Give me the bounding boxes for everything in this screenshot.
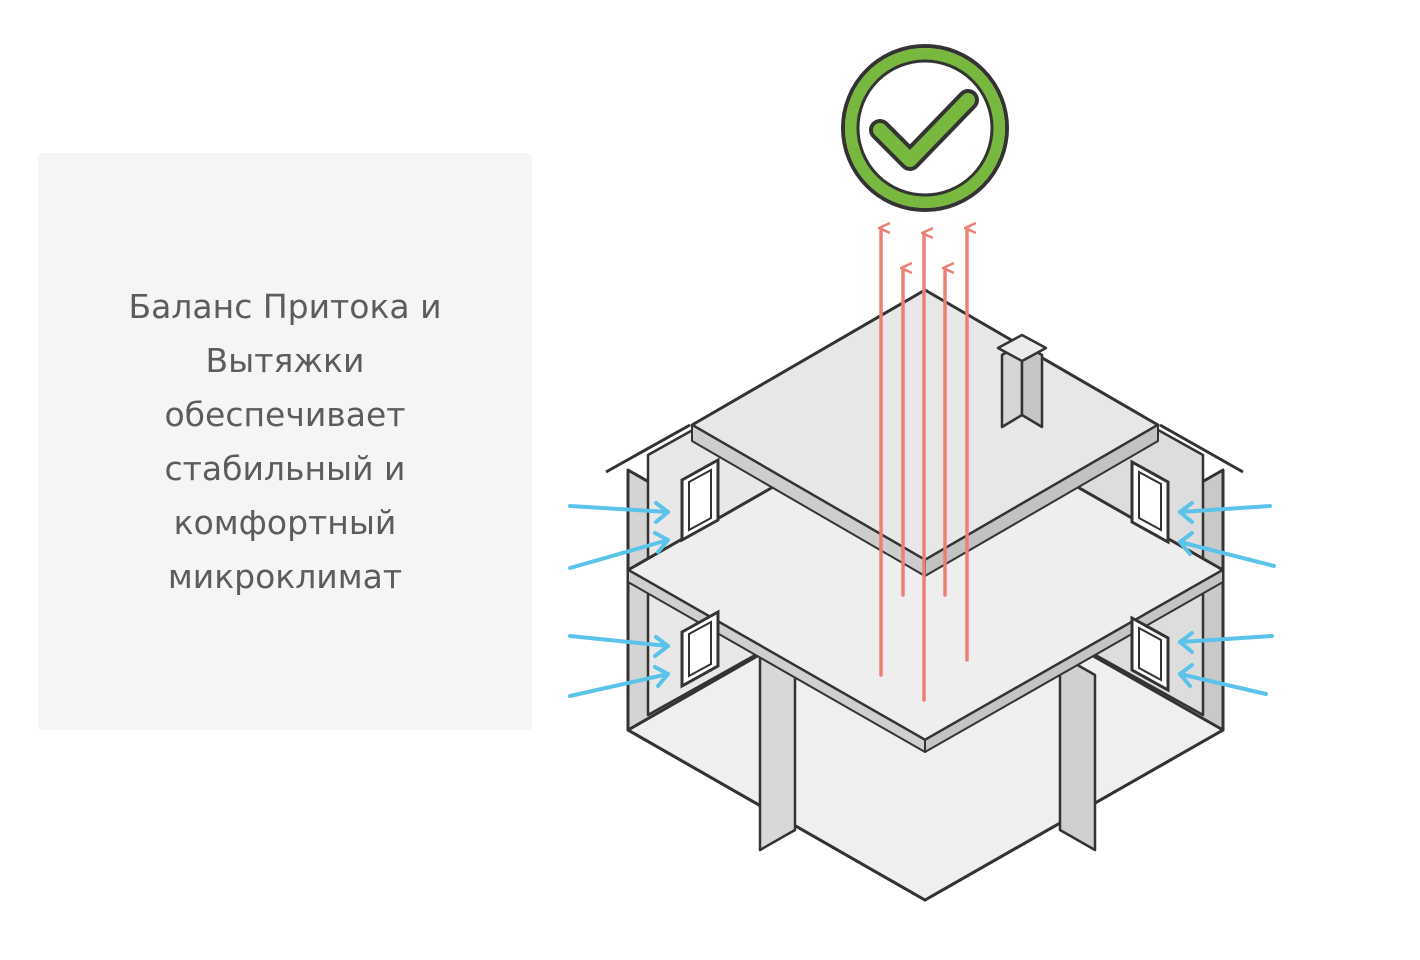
inflow-arrow <box>568 501 670 524</box>
ground-partition-right <box>1058 653 1097 852</box>
chimney <box>996 333 1048 429</box>
inflow-arrow <box>1178 501 1272 524</box>
inflow-arrow <box>1178 531 1276 568</box>
windows <box>680 457 1170 693</box>
check-circle-icon <box>841 44 1009 212</box>
exhaust-arrows <box>881 228 967 702</box>
window-bottom-right <box>1130 615 1170 693</box>
inflow-arrow <box>1178 631 1274 654</box>
window-top-left <box>680 457 720 543</box>
inflow-arrow <box>568 634 670 658</box>
window-bottom-left <box>680 609 720 689</box>
inflow-arrow <box>568 665 670 698</box>
roof-edge-right <box>1159 423 1244 474</box>
roof-edge-left <box>605 423 691 474</box>
inflow-arrows <box>568 501 1276 698</box>
middle-slab-edge-right <box>924 569 1224 753</box>
inflow-arrow <box>568 531 670 570</box>
caption-text: Баланс Притока и Вытяжки обеспечивает ст… <box>128 286 442 596</box>
info-panel: Баланс Притока и Вытяжки обеспечивает ст… <box>38 153 532 730</box>
window-top-right <box>1130 459 1170 545</box>
inflow-arrow <box>1178 663 1268 696</box>
